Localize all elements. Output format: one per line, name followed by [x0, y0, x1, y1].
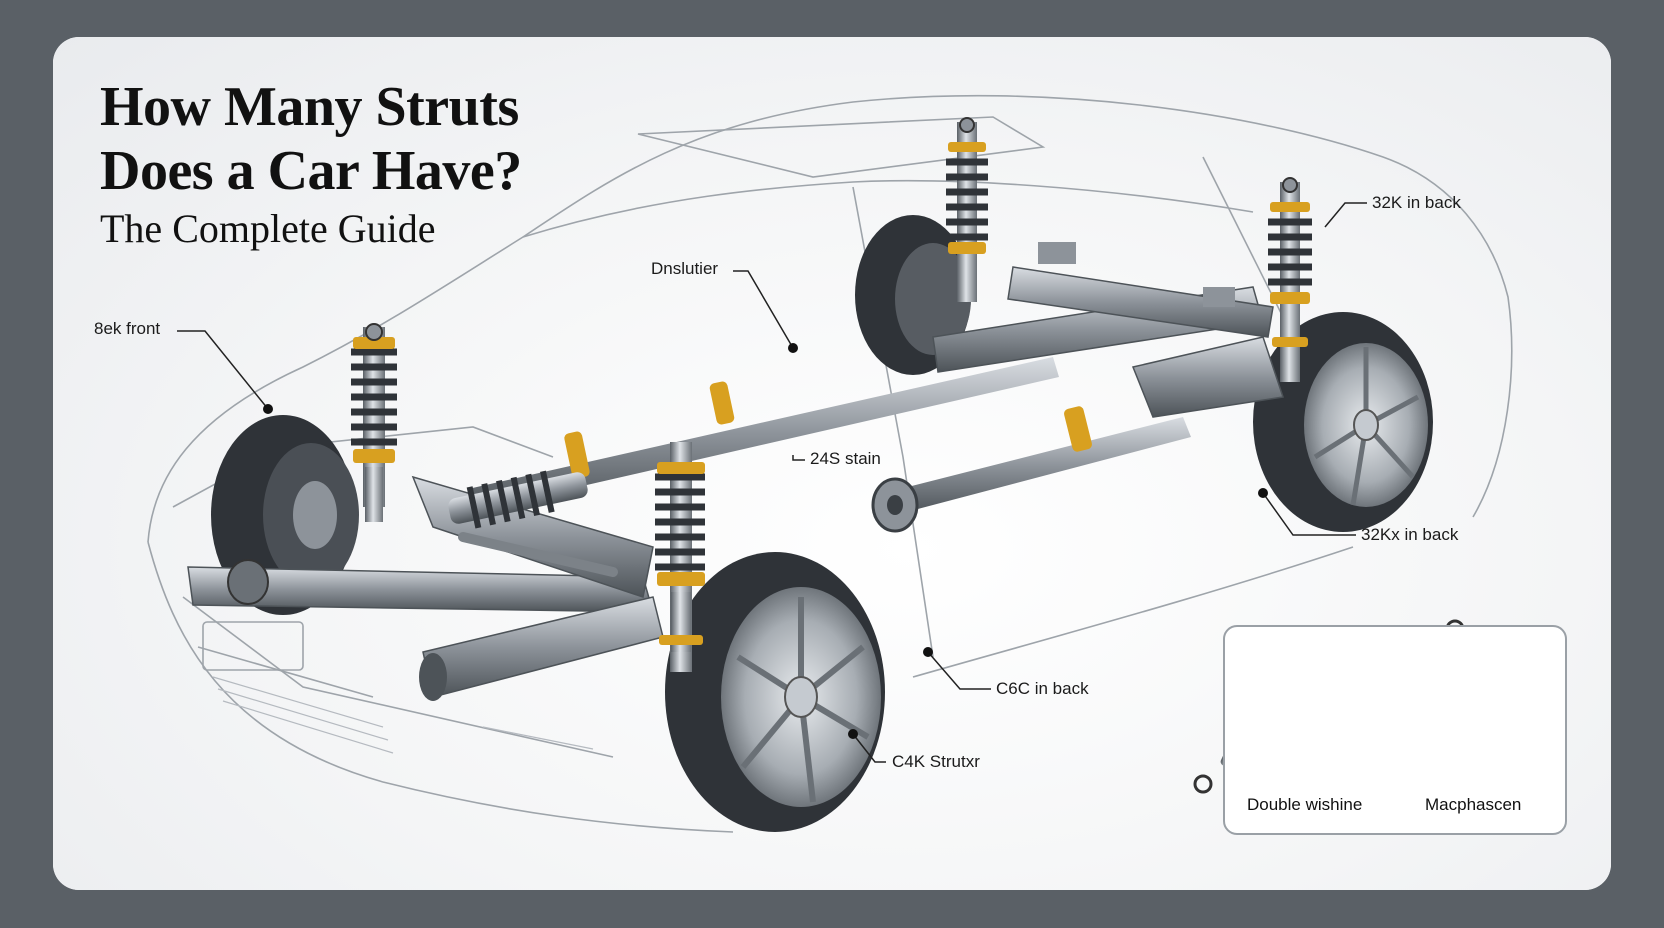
rear-left-strut — [946, 117, 988, 302]
mid-coil-spring — [448, 470, 588, 529]
label-back-mid: 32Kx in back — [1361, 525, 1459, 544]
label-strut-front: C4K Strutxr — [892, 752, 980, 771]
front-right-strut — [655, 442, 705, 672]
page-title: How Many Struts Does a Car Have? The Com… — [100, 75, 522, 255]
drive-shafts — [468, 357, 1191, 533]
front-right-wheel — [665, 552, 885, 832]
leader-dots — [263, 343, 1268, 739]
rear-subframe — [932, 242, 1284, 418]
label-back-top: 32K in back — [1372, 193, 1461, 212]
rear-right-strut — [1268, 177, 1312, 382]
car-body-outline — [147, 94, 1513, 833]
label-distributor: Dnslutier — [651, 259, 719, 278]
strut-types-inset: Double wishine Macphascen — [1223, 625, 1567, 835]
leader-lines — [177, 202, 1367, 763]
title-line-1: How Many Struts — [100, 76, 519, 138]
caption-macpherson: Macphascen — [1425, 795, 1522, 814]
label-back-low: C6C in back — [996, 679, 1089, 698]
subtitle: The Complete Guide — [100, 206, 436, 251]
title-line-2: Does a Car Have? — [100, 140, 522, 202]
diagram-card: How Many Struts Does a Car Have? The Com… — [53, 37, 1611, 890]
label-front: 8ek front — [94, 319, 161, 338]
caption-double-wishbone: Double wishine — [1247, 795, 1363, 814]
label-strut-mid: 24S stain — [810, 449, 881, 468]
car-diagram — [147, 94, 1513, 833]
front-left-strut — [351, 323, 397, 522]
grille-lines — [212, 676, 594, 754]
